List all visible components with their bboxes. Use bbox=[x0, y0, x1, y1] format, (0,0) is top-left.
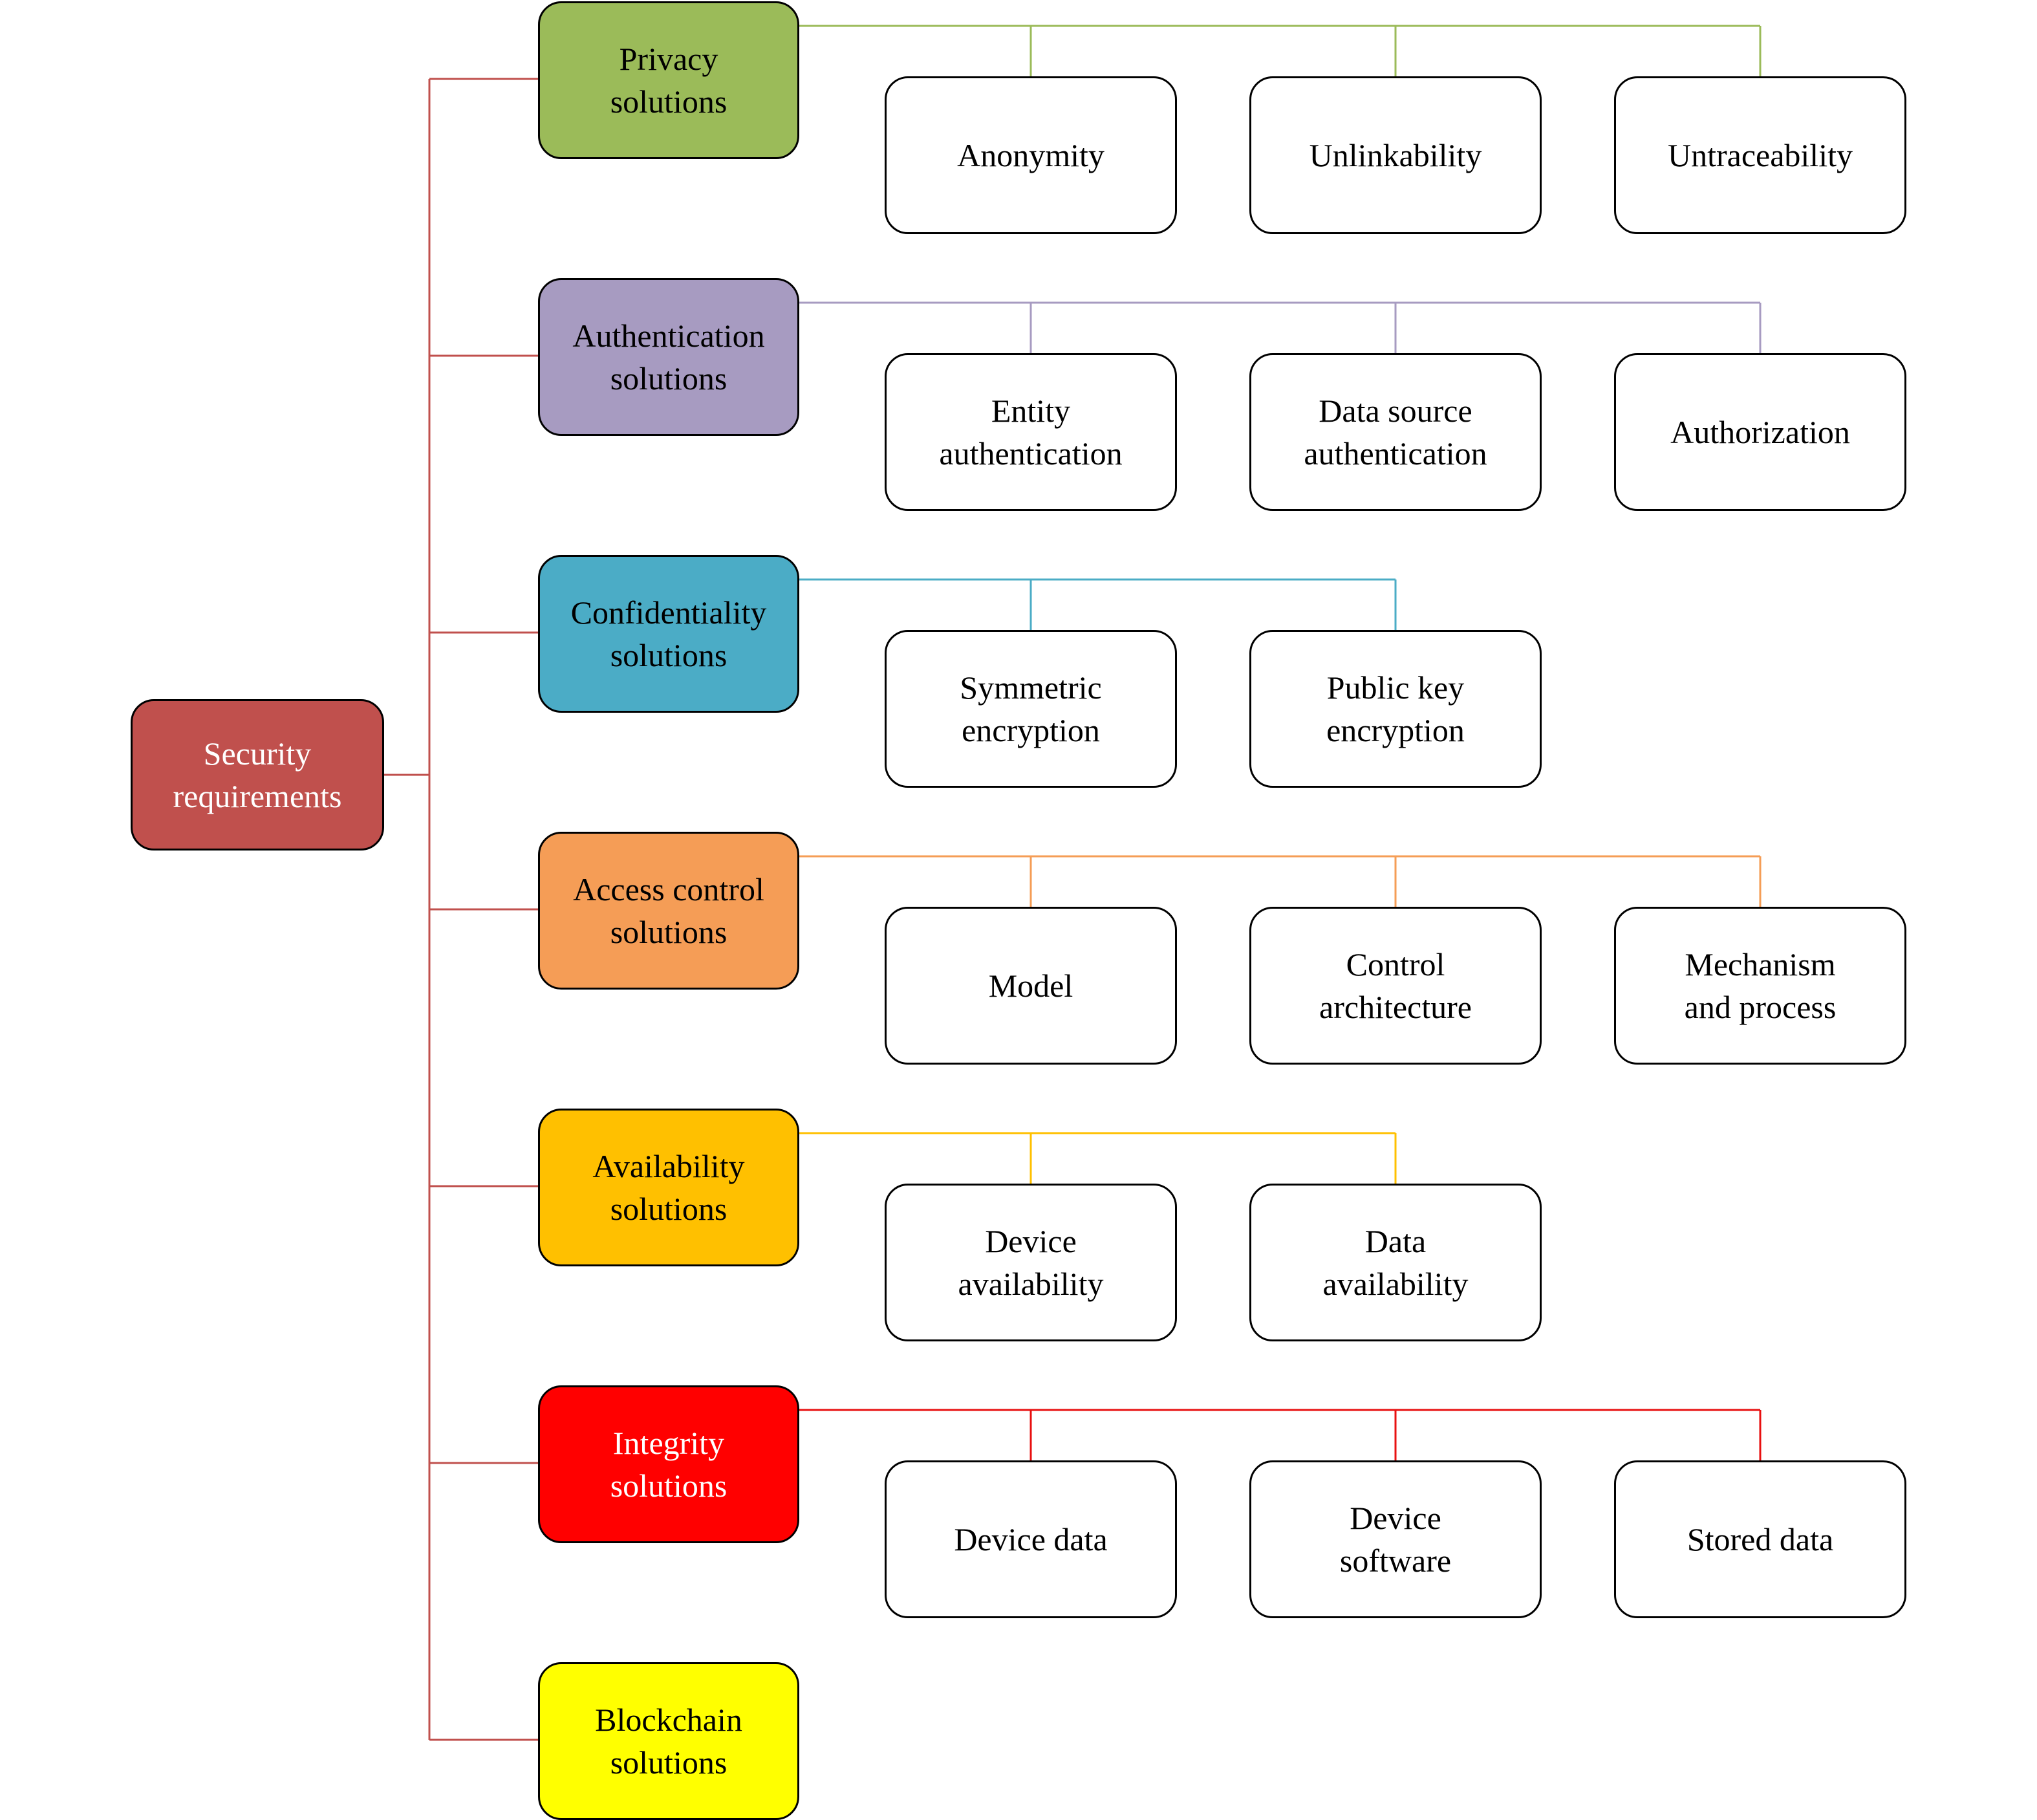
child-node: Authorization bbox=[1614, 353, 1906, 511]
child-node: Data availability bbox=[1249, 1184, 1542, 1341]
child-node: Device availability bbox=[885, 1184, 1177, 1341]
child-node: Mechanism and process bbox=[1614, 907, 1906, 1065]
child-node: Data source authentication bbox=[1249, 353, 1542, 511]
category-node: Confidentiality solutions bbox=[538, 555, 799, 713]
category-node: Integrity solutions bbox=[538, 1385, 799, 1543]
category-node: Access control solutions bbox=[538, 832, 799, 990]
category-node: Privacy solutions bbox=[538, 1, 799, 159]
category-node: Authentication solutions bbox=[538, 278, 799, 436]
root-node: Security requirements bbox=[131, 699, 384, 850]
child-node: Control architecture bbox=[1249, 907, 1542, 1065]
child-node: Model bbox=[885, 907, 1177, 1065]
child-node: Device software bbox=[1249, 1460, 1542, 1618]
child-node: Symmetric encryption bbox=[885, 630, 1177, 788]
child-node: Untraceability bbox=[1614, 76, 1906, 234]
child-node: Device data bbox=[885, 1460, 1177, 1618]
child-node: Anonymity bbox=[885, 76, 1177, 234]
child-node: Unlinkability bbox=[1249, 76, 1542, 234]
child-node: Entity authentication bbox=[885, 353, 1177, 511]
child-node: Public key encryption bbox=[1249, 630, 1542, 788]
category-node: Blockchain solutions bbox=[538, 1662, 799, 1820]
child-node: Stored data bbox=[1614, 1460, 1906, 1618]
category-node: Availability solutions bbox=[538, 1109, 799, 1266]
